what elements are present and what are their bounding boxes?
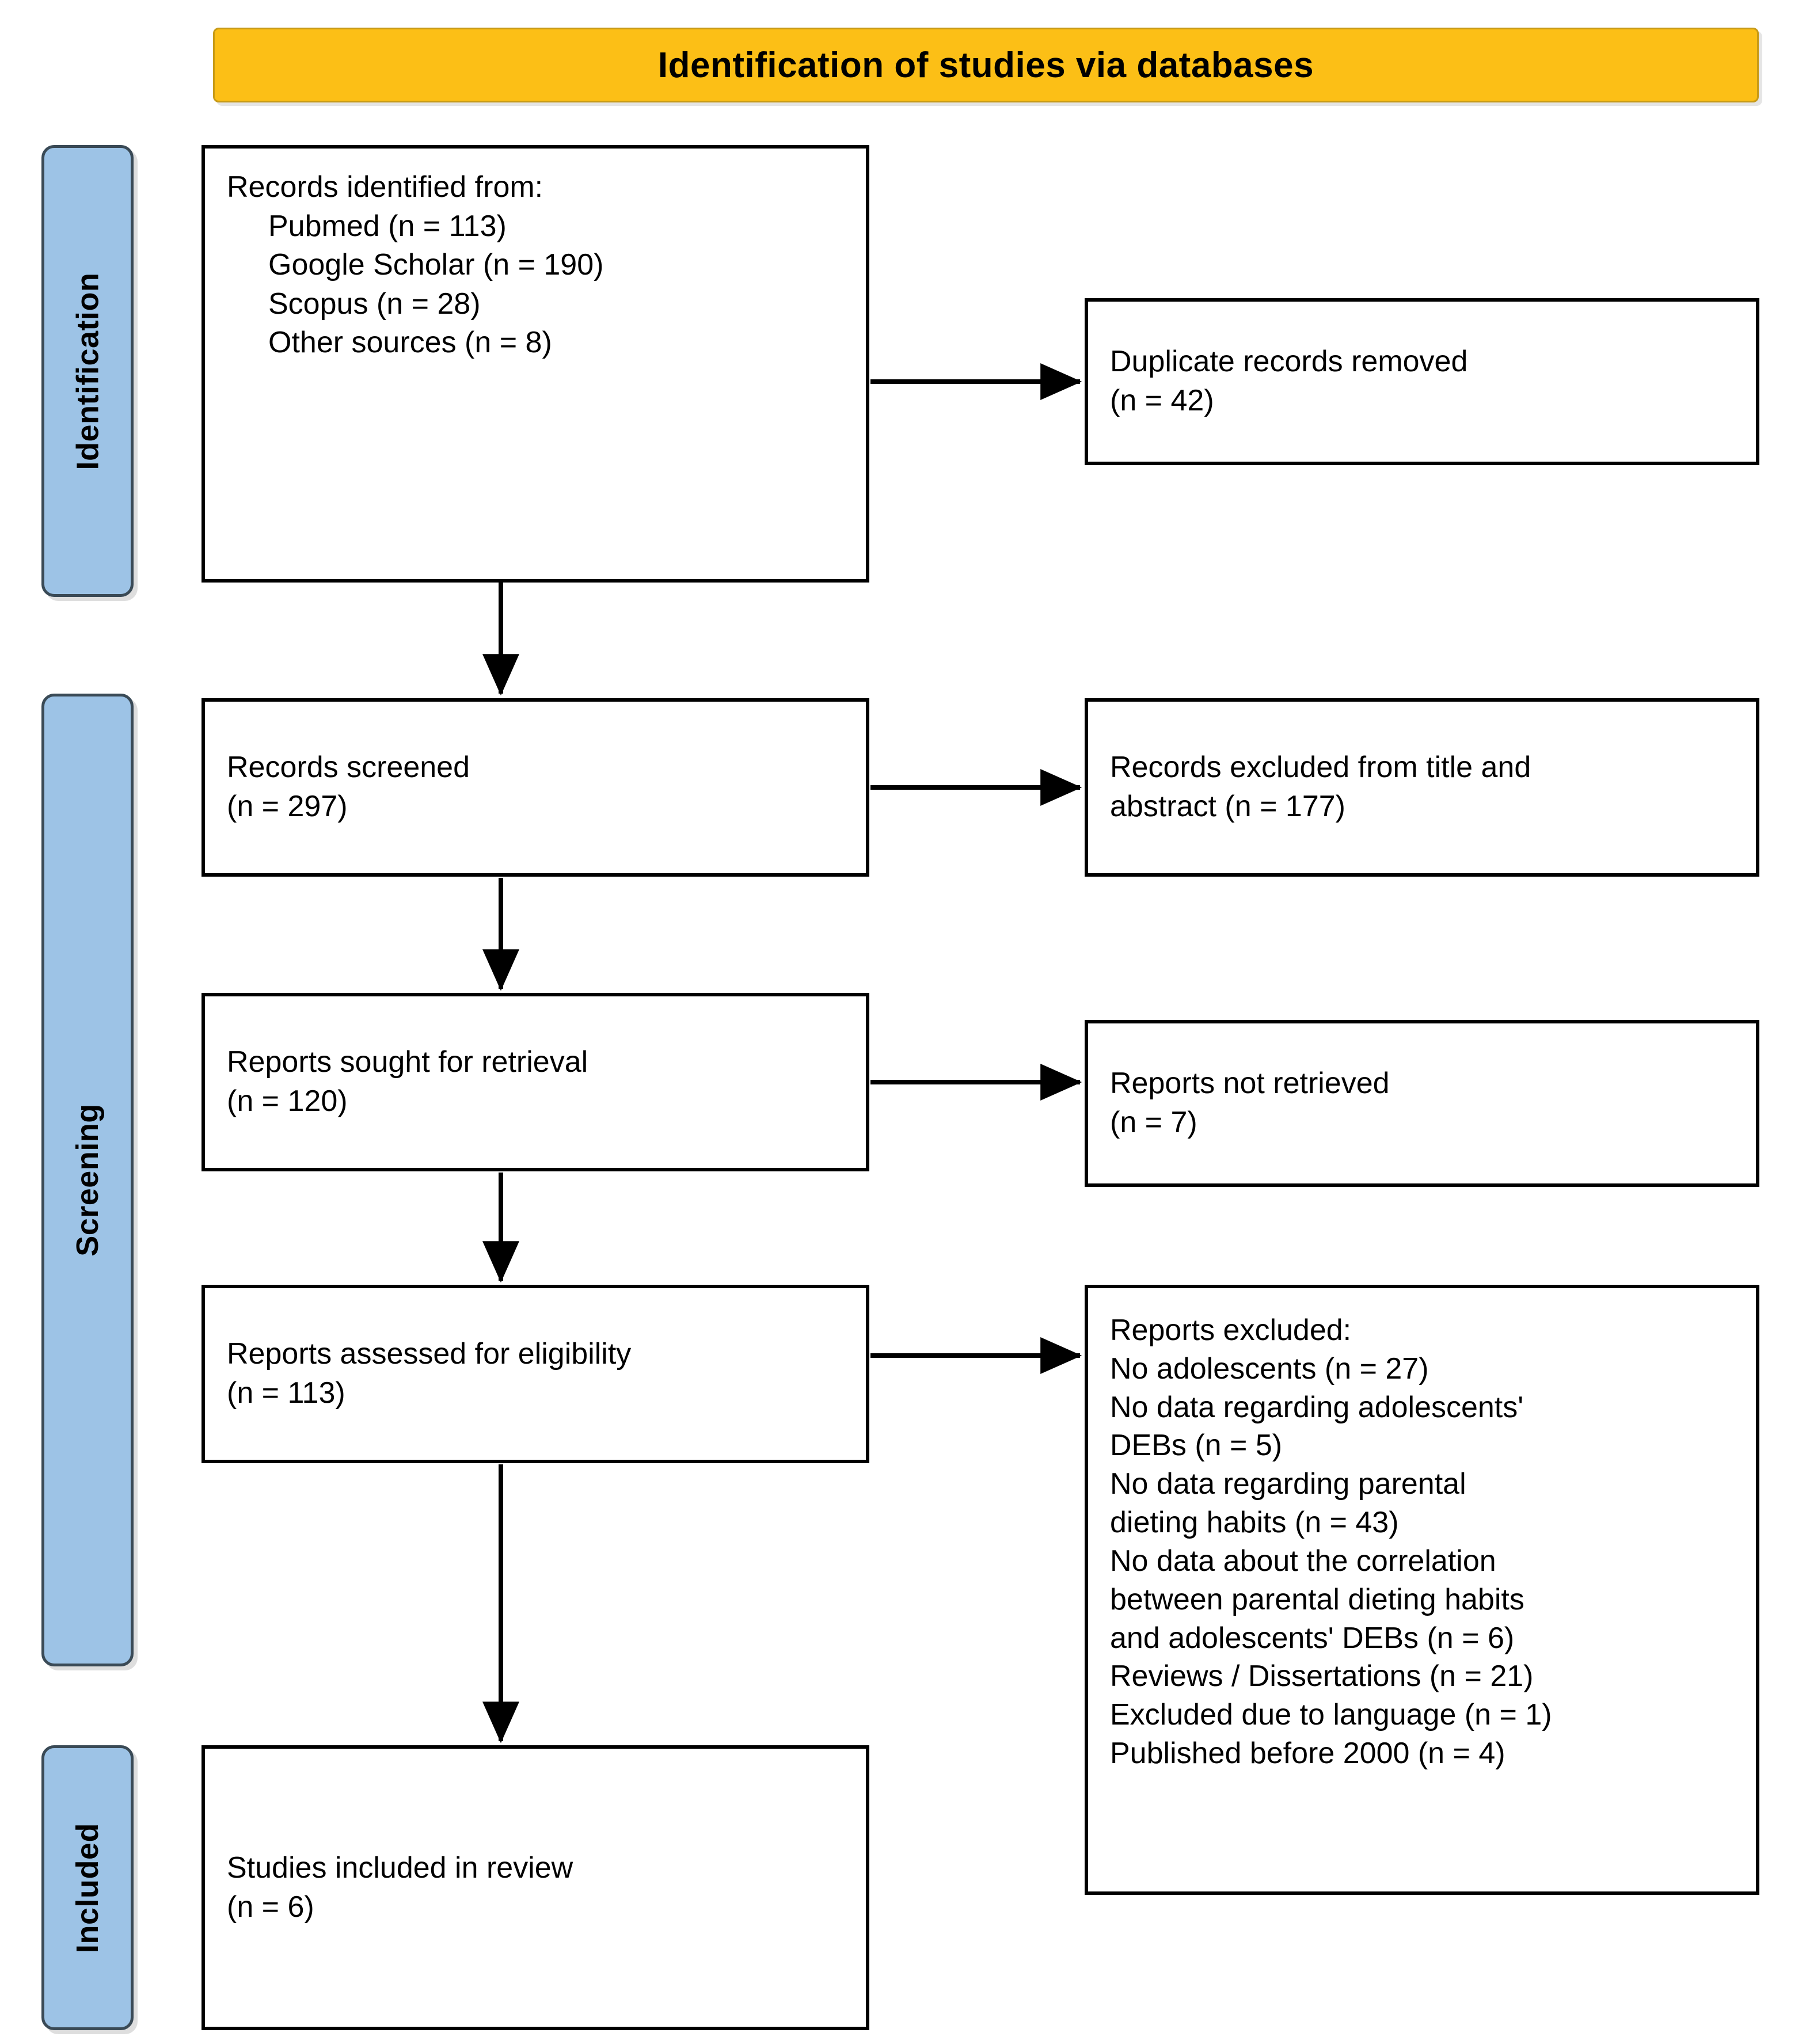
records-identified-line-2: Google Scholar (n = 190)	[268, 248, 604, 282]
stage-bar-screening: Screening	[41, 694, 134, 1666]
box-reports-not-retrieved: Reports not retrieved (n = 7)	[1085, 1020, 1759, 1187]
diagram-title-banner: Identification of studies via databases	[213, 28, 1759, 102]
records-identified-line-1: Pubmed (n = 113)	[268, 209, 507, 243]
reports-excluded-line-5: dieting habits (n = 43)	[1110, 1506, 1399, 1540]
screened-line-1: (n = 297)	[227, 790, 348, 823]
included-line-0: Studies included in review	[227, 1851, 573, 1885]
not-retrieved-line-1: (n = 7)	[1110, 1106, 1197, 1139]
reports-excluded-line-10: Excluded due to language (n = 1)	[1110, 1698, 1552, 1732]
screened-line-0: Records screened	[227, 751, 470, 785]
box-duplicate-records-removed: Duplicate records removed (n = 42)	[1085, 298, 1759, 465]
box-reports-excluded: Reports excluded: No adolescents (n = 27…	[1085, 1285, 1759, 1895]
box-records-identified: Records identified from: Pubmed (n = 113…	[201, 145, 869, 583]
records-identified-line-0: Records identified from:	[227, 170, 543, 204]
diagram-title: Identification of studies via databases	[657, 45, 1314, 85]
reports-excluded-line-0: Reports excluded:	[1110, 1314, 1352, 1347]
assessed-line-1: (n = 113)	[227, 1376, 345, 1410]
reports-excluded-line-7: between parental dieting habits	[1110, 1582, 1524, 1616]
excluded-title-line-1: abstract (n = 177)	[1110, 790, 1345, 823]
reports-excluded-line-4: No data regarding parental	[1110, 1467, 1466, 1501]
reports-excluded-line-8: and adolescents' DEBs (n = 6)	[1110, 1621, 1515, 1655]
assessed-line-0: Reports assessed for eligibility	[227, 1337, 632, 1371]
sought-line-0: Reports sought for retrieval	[227, 1045, 588, 1079]
duplicates-line-1: (n = 42)	[1110, 384, 1214, 417]
duplicates-line-0: Duplicate records removed	[1110, 345, 1468, 379]
records-identified-line-3: Scopus (n = 28)	[268, 287, 481, 321]
box-records-screened: Records screened (n = 297)	[201, 698, 869, 877]
stage-bar-identification: Identification	[41, 145, 134, 597]
reports-excluded-line-3: DEBs (n = 5)	[1110, 1429, 1283, 1463]
box-reports-assessed-for-eligibility: Reports assessed for eligibility (n = 11…	[201, 1285, 869, 1463]
reports-excluded-line-1: No adolescents (n = 27)	[1110, 1352, 1429, 1385]
box-reports-sought-for-retrieval: Reports sought for retrieval (n = 120)	[201, 993, 869, 1171]
box-studies-included-in-review: Studies included in review (n = 6)	[201, 1745, 869, 2030]
sought-line-1: (n = 120)	[227, 1084, 348, 1118]
reports-excluded-line-11: Published before 2000 (n = 4)	[1110, 1736, 1505, 1770]
reports-excluded-line-9: Reviews / Dissertations (n = 21)	[1110, 1659, 1534, 1693]
box-records-excluded-title-abstract: Records excluded from title and abstract…	[1085, 698, 1759, 877]
included-line-1: (n = 6)	[227, 1890, 314, 1924]
excluded-title-line-0: Records excluded from title and	[1110, 751, 1531, 785]
records-identified-line-4: Other sources (n = 8)	[268, 326, 552, 360]
reports-excluded-line-2: No data regarding adolescents'	[1110, 1390, 1524, 1424]
reports-excluded-line-6: No data about the correlation	[1110, 1544, 1496, 1578]
not-retrieved-line-0: Reports not retrieved	[1110, 1067, 1390, 1101]
stage-bar-included: Included	[41, 1745, 134, 2030]
